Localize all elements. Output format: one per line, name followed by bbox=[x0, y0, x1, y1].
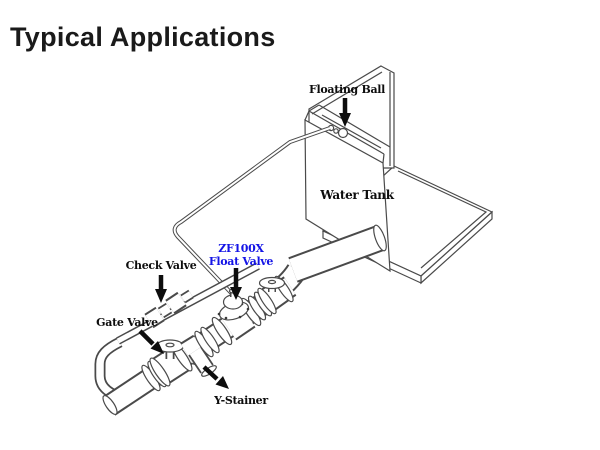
floating-ball bbox=[337, 127, 349, 139]
check-valve-arrow bbox=[155, 275, 167, 303]
outlet-pipe-endcap bbox=[373, 224, 387, 252]
pilot-sensing-line bbox=[172, 126, 331, 298]
label-floating-ball: Floating Ball bbox=[309, 83, 385, 96]
main-pipe-train bbox=[102, 275, 297, 416]
label-y-strainer: Y-Stainer bbox=[213, 394, 268, 407]
label-float-valve-model: ZF100X bbox=[218, 242, 264, 255]
pipe-open-end bbox=[102, 395, 118, 415]
gate-valve-arrow bbox=[138, 329, 164, 354]
label-water-tank: Water Tank bbox=[319, 188, 394, 202]
floating-ball-arrow bbox=[339, 98, 351, 127]
page-title: Typical Applications bbox=[10, 22, 276, 52]
gate-valve-2 bbox=[257, 275, 294, 315]
label-check-valve: Check Valve bbox=[126, 259, 197, 272]
float-valve-dome bbox=[222, 294, 244, 310]
label-gate-valve: Gate Valve bbox=[96, 316, 158, 329]
float-valve-arrow bbox=[230, 268, 242, 300]
annotation-arrows bbox=[138, 98, 351, 389]
float-valve bbox=[211, 288, 262, 346]
gate-valve bbox=[149, 339, 193, 387]
label-float-valve-name: Float Valve bbox=[209, 255, 274, 268]
y-strainer-arrow bbox=[202, 365, 229, 389]
outlet-pipe bbox=[288, 224, 387, 283]
check-valve bbox=[144, 289, 194, 329]
